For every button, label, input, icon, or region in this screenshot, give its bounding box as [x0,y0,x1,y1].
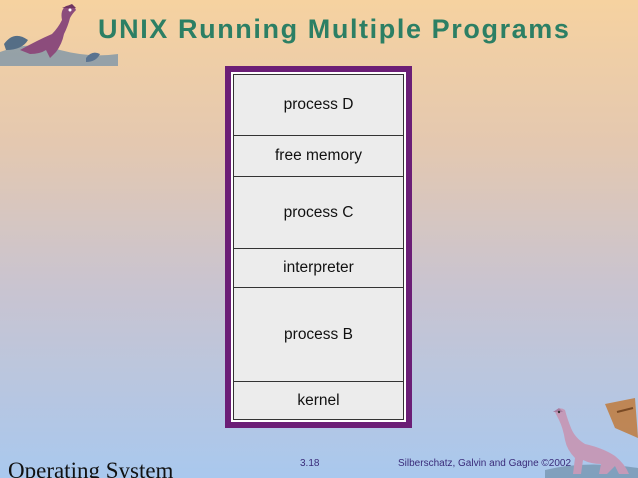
memory-block-label: kernel [297,391,340,409]
memory-block-label: process C [283,203,354,221]
memory-blocks: process D free memory process C interpre… [233,74,404,420]
page-number: 3.18 [300,458,320,469]
memory-block-process-c: process C [234,176,403,248]
memory-block-label: process B [284,325,353,343]
memory-block-free-memory: free memory [234,135,403,176]
memory-block-label: process D [283,96,354,113]
slide-title: UNIX Running Multiple Programs [98,14,571,44]
memory-block-label: interpreter [283,259,354,276]
memory-block-process-d: process D [234,75,403,135]
footer-course-label: Operating System [8,458,174,478]
memory-block-label: free memory [275,147,362,164]
memory-layout-diagram: process D free memory process C interpre… [225,66,412,428]
memory-block-interpreter: interpreter [234,248,403,287]
copyright-text: Silberschatz, Galvin and Gagne ©2002 [398,458,572,469]
memory-block-process-b: process B [234,287,403,381]
memory-block-kernel: kernel [234,381,403,419]
dinosaur-icon [0,4,118,66]
dinosaur-icon [545,398,638,478]
